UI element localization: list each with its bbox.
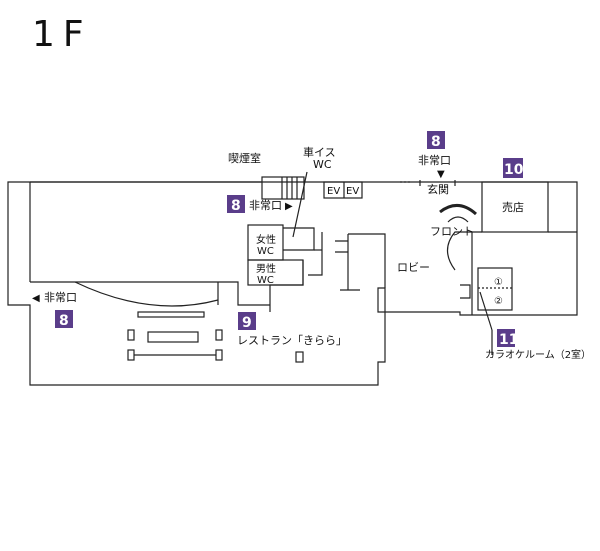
- elevator-bank: [323, 181, 363, 199]
- restaurant-partition: [30, 281, 270, 306]
- wheelchair-wc-label-2: WC: [313, 158, 332, 171]
- karaoke-room-2-label: ②: [494, 296, 503, 307]
- exit-top-badge: [427, 131, 445, 149]
- exit-top-label: 非常口: [418, 154, 451, 167]
- shop-badge-number: 10: [504, 162, 524, 178]
- front-label: フロント: [430, 225, 474, 238]
- restaurant-furniture: [127, 311, 304, 363]
- exit-center-label: 非常口: [249, 199, 282, 212]
- womens-wc-label-2: WC: [257, 246, 274, 257]
- exit-center-badge: [227, 195, 245, 213]
- karaoke-room-1-label: ①: [494, 277, 503, 288]
- floor-title: 1F: [32, 14, 92, 55]
- exit-left-badge: [55, 310, 73, 328]
- exit-left-arrow: ◀: [32, 293, 40, 304]
- lobby-label: ロビー: [397, 261, 430, 274]
- restaurant-badge-number: 9: [242, 315, 252, 331]
- entrance-label: 玄関: [427, 182, 449, 196]
- karaoke-badge: [497, 329, 515, 347]
- shop-label: 売店: [502, 200, 524, 214]
- restaurant-label: レストラン「きらら」: [237, 334, 347, 347]
- restaurant-curve: [74, 281, 219, 307]
- exit-top-badge-number: 8: [431, 134, 441, 150]
- elevator-1-label: EV: [327, 186, 340, 197]
- front-desk: [446, 231, 472, 271]
- karaoke-badge-number: 11: [499, 332, 518, 348]
- karaoke-rooms: [477, 267, 513, 311]
- shop-room: [481, 181, 549, 233]
- exit-center-arrow: ▶: [285, 201, 293, 212]
- shop-badge: [503, 158, 523, 178]
- elevator-2-label: EV: [346, 186, 359, 197]
- smoking-room-label: 喫煙室: [228, 151, 261, 165]
- smoking-room: [261, 176, 305, 200]
- mens-wc-label-1: 男性: [256, 262, 276, 275]
- exit-left-label: 非常口: [44, 291, 77, 304]
- restaurant-badge: [238, 312, 256, 330]
- karaoke-label: カラオケルーム（2室）: [485, 348, 591, 361]
- exit-left-badge-number: 8: [59, 313, 69, 329]
- exit-center-badge-number: 8: [231, 198, 241, 214]
- wheelchair-wc-label-1: 車イス: [303, 145, 336, 159]
- entrance-arrow: ▼: [437, 169, 445, 180]
- mens-wc-label-2: WC: [257, 275, 274, 286]
- womens-wc-label-1: 女性: [256, 233, 276, 246]
